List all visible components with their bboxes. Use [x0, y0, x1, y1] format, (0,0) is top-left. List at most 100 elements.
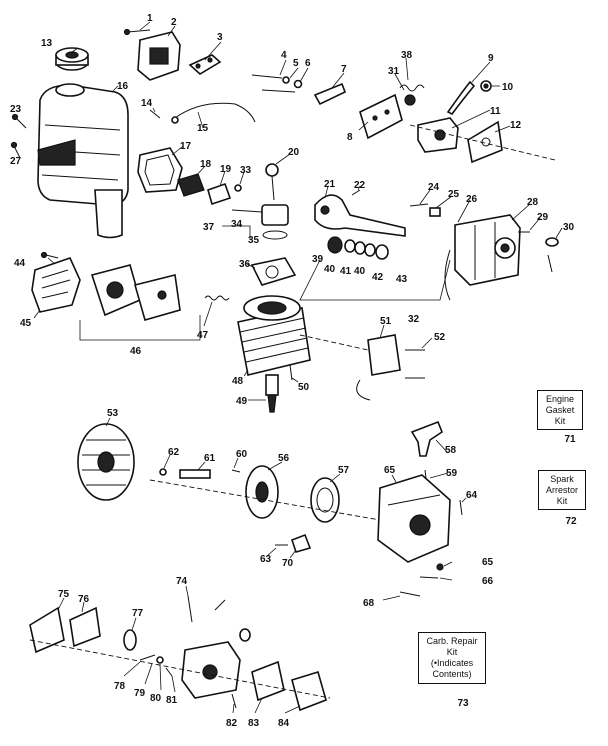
carb-kit-line3: (•Indicates — [430, 658, 474, 668]
label-13: 13 — [41, 38, 53, 49]
label-53: 53 — [107, 408, 119, 419]
carb-kit-number: 73 — [457, 698, 469, 709]
label-81: 81 — [166, 695, 178, 706]
arrestor-kit-line3: Kit — [556, 496, 568, 506]
label-80: 80 — [150, 693, 162, 704]
label-39: 39 — [312, 254, 324, 265]
arrestor-kit-line1: Spark — [550, 474, 574, 484]
label-42: 42 — [372, 272, 384, 283]
screw-50 — [289, 364, 293, 381]
screw-1 — [123, 28, 151, 36]
label-62: 62 — [168, 447, 180, 458]
screw-60 — [231, 469, 241, 473]
key-22 — [351, 189, 361, 196]
filter-18 — [177, 173, 205, 197]
part-number-labels: 1 2 3 4 5 6 7 8 9 10 11 12 13 14 15 16 1… — [10, 13, 575, 729]
screw-68 — [399, 591, 421, 597]
nut-10 — [480, 80, 492, 92]
label-21: 21 — [324, 179, 336, 190]
spark-plug-49 — [265, 374, 279, 413]
carb-kit-line2: Kit — [446, 647, 458, 657]
label-46: 46 — [130, 346, 142, 357]
label-27: 27 — [10, 156, 22, 167]
label-49: 49 — [236, 396, 248, 407]
label-76: 76 — [78, 594, 90, 605]
label-33: 33 — [240, 165, 252, 176]
handle-58 — [410, 420, 443, 457]
label-66: 66 — [482, 576, 494, 587]
screw-64 — [459, 499, 463, 516]
screws-4-5-6 — [251, 74, 303, 93]
screw-23 — [11, 113, 27, 129]
label-29: 29 — [537, 212, 549, 223]
label-32: 32 — [408, 314, 420, 325]
plate-19 — [207, 182, 232, 206]
label-35: 35 — [248, 235, 260, 246]
label-7: 7 — [341, 64, 347, 75]
label-59: 59 — [446, 468, 458, 479]
bracket-3 — [188, 54, 222, 75]
bearings-39-43 — [327, 236, 389, 260]
ignition-module-51 — [356, 334, 401, 401]
gasket-17 — [137, 147, 183, 193]
piston-pin-34 — [231, 209, 263, 213]
piston-35 — [261, 204, 289, 240]
carb-kit-line1: Carb. Repair — [426, 636, 478, 646]
label-64: 64 — [466, 490, 478, 501]
fuel-cap — [55, 47, 89, 71]
engine-gasket-kit-box: Engine Gasket Kit — [537, 390, 583, 430]
gasket-kit-line3: Kit — [554, 416, 566, 426]
label-58: 58 — [445, 445, 457, 456]
muffler-46 — [90, 264, 181, 321]
gasket-36 — [250, 257, 297, 286]
label-37: 37 — [203, 222, 215, 233]
label-75: 75 — [58, 589, 70, 600]
label-40a: 40 — [324, 264, 336, 275]
label-56: 56 — [278, 453, 290, 464]
label-11: 11 — [490, 106, 501, 117]
muffler-cover-45 — [31, 257, 81, 313]
carburetor-11 — [417, 117, 459, 153]
label-24: 24 — [428, 182, 440, 193]
label-65: 65 — [384, 465, 396, 476]
spring-31-38 — [399, 84, 425, 106]
label-30: 30 — [563, 222, 575, 233]
screws-52 — [405, 349, 425, 379]
label-77: 77 — [132, 608, 144, 619]
gasket-kit-number: 71 — [564, 434, 576, 445]
gasket-83 — [251, 660, 285, 702]
label-82: 82 — [226, 718, 238, 729]
screw-44 — [40, 251, 59, 259]
label-14: 14 — [141, 98, 153, 109]
seal-25 — [429, 207, 441, 217]
label-22: 22 — [354, 180, 366, 191]
spark-arrestor-kit-box: Spark Arrestor Kit — [538, 470, 586, 510]
label-51: 51 — [380, 316, 392, 327]
cover-84 — [291, 670, 327, 712]
label-40b: 40 — [354, 266, 366, 277]
label-4: 4 — [281, 50, 287, 61]
washer-30 — [545, 237, 559, 273]
lever-9 — [446, 80, 476, 116]
carb-repair-kit-box: Carb. Repair Kit (•Indicates Contents) — [418, 632, 486, 684]
label-17: 17 — [180, 141, 192, 152]
leader-lines — [33, 21, 563, 714]
crankcase-28 — [454, 214, 521, 286]
label-47: 47 — [197, 330, 209, 341]
clip-14 — [149, 109, 161, 119]
label-6: 6 — [305, 58, 311, 69]
gasket-12 — [467, 120, 503, 164]
screw-24 — [409, 203, 429, 207]
label-8: 8 — [347, 132, 353, 143]
label-83: 83 — [248, 718, 260, 729]
pin-33 — [234, 184, 242, 192]
gasket-kit-line1: Engine — [545, 394, 575, 404]
label-50: 50 — [298, 382, 310, 393]
label-5: 5 — [293, 58, 299, 69]
gasket-plate-8 — [359, 93, 403, 140]
label-26: 26 — [466, 194, 478, 205]
label-2: 2 — [171, 17, 177, 28]
flywheel-53 — [77, 423, 135, 501]
label-3: 3 — [217, 32, 223, 43]
nut-62 — [159, 468, 167, 476]
